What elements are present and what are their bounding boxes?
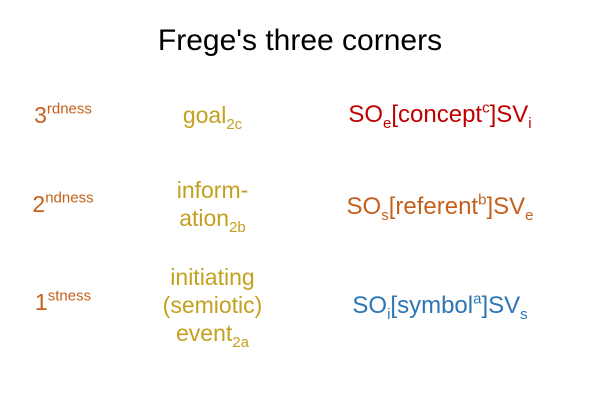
secondness-suffix: ndness: [45, 189, 94, 207]
goal-word: goal: [182, 102, 227, 128]
referent-formula: SOs[referentb]SVe: [295, 191, 585, 224]
secondness-number: 2: [32, 191, 46, 217]
information-line-2: ation2b: [179, 205, 246, 236]
symbol-so: SO: [352, 292, 388, 319]
symbol-formula: SOi[symbola]SVs: [295, 290, 585, 323]
concept-sv: ]SV: [489, 101, 529, 128]
firstness-suffix: stness: [47, 287, 92, 305]
referent-so-subscript: s: [381, 207, 389, 224]
concept-word: [concept: [391, 101, 483, 128]
information-line-1: inform-: [176, 177, 249, 203]
goal-term: goal2c: [140, 101, 285, 132]
symbol-word: [symbol: [390, 292, 474, 319]
symbol-superscript: a: [473, 290, 482, 308]
concept-so-subscript: e: [383, 115, 392, 132]
referent-superscript: b: [478, 191, 487, 209]
symbol-sv: ]SV: [481, 292, 521, 319]
information-subscript: 2b: [229, 219, 246, 236]
referent-sv: ]SV: [486, 193, 526, 220]
initiating-line-2: (semiotic): [162, 292, 263, 318]
event-subscript: 2a: [232, 334, 249, 351]
symbol-sv-subscript: s: [520, 306, 528, 323]
information-term: inform-ation2b: [140, 176, 285, 236]
referent-word: [referent: [388, 193, 479, 220]
firstness-number: 1: [34, 289, 48, 315]
symbol-so-subscript: i: [387, 306, 391, 323]
initiating-event-term: initiating(semiotic)event2a: [140, 263, 285, 351]
concept-so: SO: [348, 101, 384, 128]
secondness-label: 2ndness: [8, 190, 118, 218]
concept-formula: SOe[conceptc]SVi: [295, 99, 585, 132]
concept-sv-subscript: i: [528, 115, 532, 132]
thirdness-number: 3: [34, 102, 47, 128]
firstness-label: 1stness: [8, 288, 118, 316]
thirdness-label: 3rdness: [8, 101, 118, 129]
initiating-line-3: event2a: [176, 320, 249, 351]
initiating-line-1: initiating: [170, 264, 255, 290]
referent-so: SO: [346, 193, 382, 220]
goal-subscript: 2c: [226, 116, 243, 133]
referent-sv-subscript: e: [525, 207, 534, 224]
concept-superscript: c: [482, 99, 490, 117]
thirdness-suffix: rdness: [46, 100, 92, 118]
diagram-title: Frege's three corners: [157, 24, 443, 57]
